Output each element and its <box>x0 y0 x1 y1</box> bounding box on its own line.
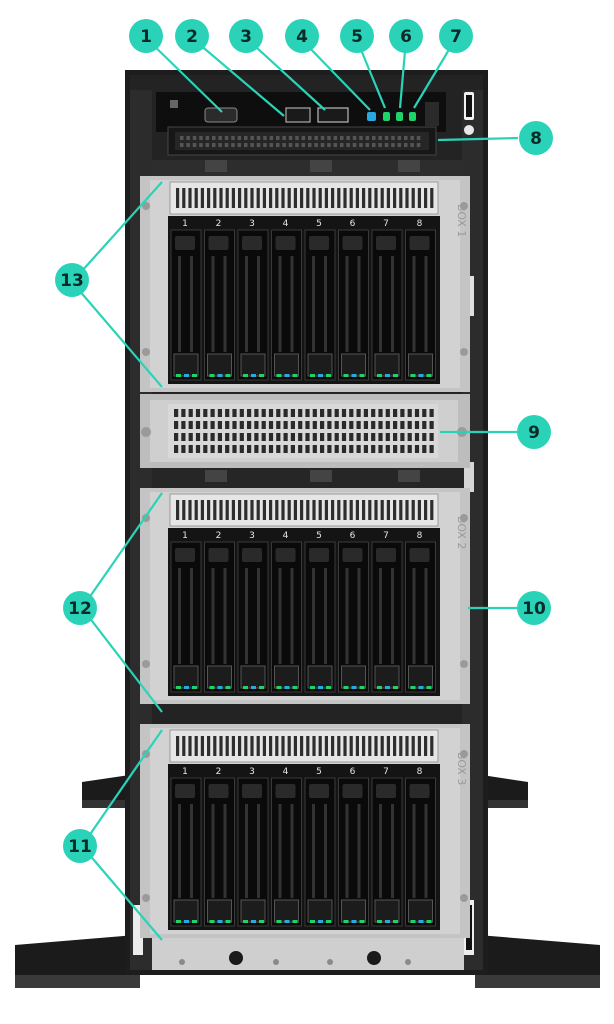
bay-number: 3 <box>249 219 255 229</box>
callout-8: 8 <box>519 121 553 155</box>
callout-13: 13 <box>55 263 89 297</box>
drive-bay[interactable]: 2 <box>204 767 235 927</box>
callout-12: 12 <box>63 591 97 625</box>
callout-3: 3 <box>229 19 263 53</box>
bay-number: 7 <box>383 767 389 777</box>
front-io-panel <box>156 92 446 132</box>
callout-7: 7 <box>439 19 473 53</box>
bay-number: 4 <box>283 219 289 229</box>
drive-bay[interactable]: 4 <box>271 219 302 381</box>
drive-bay[interactable]: 6 <box>338 531 369 693</box>
drive-bay[interactable]: 8 <box>405 767 436 927</box>
bay-number: 8 <box>417 531 423 541</box>
bay-number: 2 <box>216 219 222 229</box>
box-label-3: BOX 3 <box>455 752 468 785</box>
callout-number: 7 <box>450 27 462 47</box>
bay-number: 1 <box>182 531 188 541</box>
callout-1: 1 <box>129 19 163 53</box>
callout-number: 3 <box>240 27 252 47</box>
bay-number: 3 <box>249 531 255 541</box>
bay-number: 2 <box>216 531 222 541</box>
callout-4: 4 <box>285 19 319 53</box>
bottom-plate <box>152 938 464 970</box>
bay-number: 4 <box>283 767 289 777</box>
drive-cage-3: BOX 3 1 2 3 4 5 6 7 8 <box>140 724 470 938</box>
callout-number: 13 <box>60 271 84 291</box>
drive-bay[interactable]: 6 <box>338 219 369 381</box>
bay-number: 6 <box>350 531 356 541</box>
drive-bay[interactable]: 1 <box>170 531 202 693</box>
bay-number: 5 <box>316 531 322 541</box>
optical-drive-bay <box>167 126 437 156</box>
drive-bay[interactable]: 2 <box>204 531 235 693</box>
front-vent-panel <box>140 394 470 468</box>
drive-bay[interactable]: 6 <box>338 767 369 927</box>
bay-number: 6 <box>350 767 356 777</box>
bay-number: 7 <box>383 531 389 541</box>
drive-bay[interactable]: 7 <box>371 767 403 927</box>
drive-bay[interactable]: 8 <box>405 531 436 693</box>
drive-bay[interactable]: 7 <box>371 219 403 381</box>
drive-bay[interactable]: 4 <box>271 767 302 927</box>
box-label-2: BOX 2 <box>455 516 468 549</box>
drive-bay[interactable]: 3 <box>237 531 269 693</box>
callout-number: 2 <box>186 27 198 47</box>
drive-bay[interactable]: 3 <box>237 219 269 381</box>
drive-bay[interactable]: 5 <box>304 531 336 693</box>
drive-bay[interactable]: 7 <box>371 531 403 693</box>
callout-number: 6 <box>400 27 412 47</box>
bay-number: 3 <box>249 767 255 777</box>
bay-number: 8 <box>417 767 423 777</box>
callout-2: 2 <box>175 19 209 53</box>
callout-number: 9 <box>528 423 540 443</box>
callout-number: 12 <box>68 599 92 619</box>
drive-bay[interactable]: 2 <box>204 219 235 381</box>
bay-number: 7 <box>383 219 389 229</box>
bay-number: 1 <box>182 219 188 229</box>
callout-number: 1 <box>140 27 152 47</box>
bay-number: 5 <box>316 767 322 777</box>
box-label-1: BOX 1 <box>455 204 468 237</box>
drive-bay[interactable]: 4 <box>271 531 302 693</box>
callout-number: 8 <box>530 129 542 149</box>
callout-leaders <box>71 37 519 941</box>
drive-bay[interactable]: 1 <box>170 767 202 927</box>
drive-cage-2: BOX 2 1 2 3 4 5 6 7 8 <box>140 488 470 704</box>
callout-number: 10 <box>522 599 546 619</box>
callout-9: 9 <box>517 415 551 449</box>
bay-number: 8 <box>417 219 423 229</box>
drive-cage-1: BOX 1 1 2 3 4 5 6 7 8 <box>140 176 470 392</box>
drive-bay[interactable]: 5 <box>304 767 336 927</box>
drive-bay[interactable]: 3 <box>237 767 269 927</box>
callout-11: 11 <box>63 829 97 863</box>
callout-number: 11 <box>68 837 92 857</box>
drive-bay[interactable]: 8 <box>405 219 436 381</box>
bay-number: 5 <box>316 219 322 229</box>
bay-number: 4 <box>283 531 289 541</box>
callout-10: 10 <box>517 591 551 625</box>
callout-number: 5 <box>351 27 363 47</box>
drive-bay[interactable]: 5 <box>304 219 336 381</box>
callout-6: 6 <box>389 19 423 53</box>
drive-bay[interactable]: 1 <box>170 219 202 381</box>
bay-number: 6 <box>350 219 356 229</box>
callout-5: 5 <box>340 19 374 53</box>
bay-number: 2 <box>216 767 222 777</box>
bay-number: 1 <box>182 767 188 777</box>
callout-number: 4 <box>296 27 308 47</box>
